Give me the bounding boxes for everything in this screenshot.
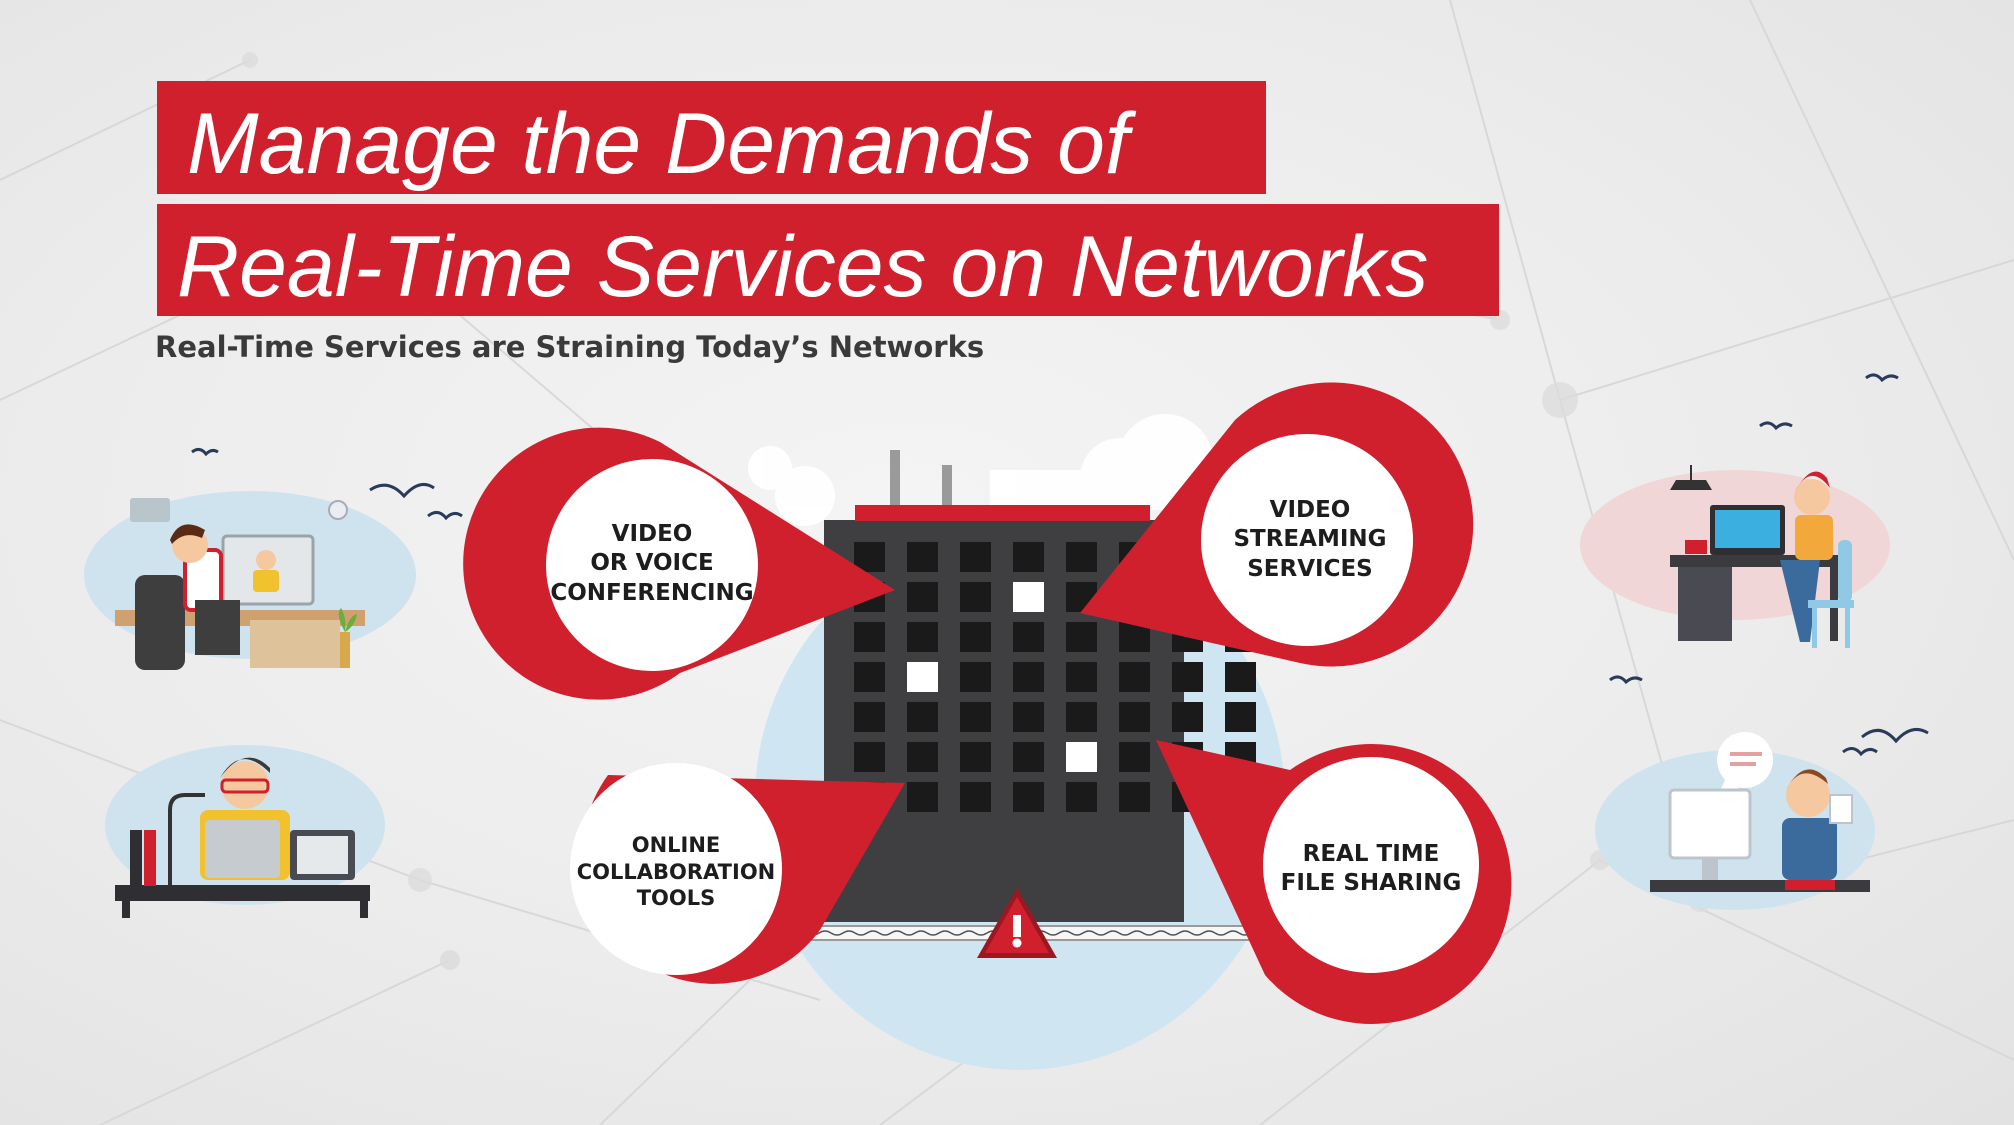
window: [1172, 662, 1203, 692]
bubble-video-streaming: [1080, 382, 1474, 667]
window: [1013, 742, 1044, 772]
window: [1066, 542, 1097, 572]
bubble-collaboration: [570, 763, 905, 984]
person-support-illustration: [1595, 732, 1875, 910]
subtitle: Real-Time Services are Straining Today’s…: [155, 330, 985, 364]
service-label-file-sharing: REAL TIME FILE SHARING: [1280, 841, 1462, 897]
window-lit: [1066, 742, 1097, 772]
window: [907, 782, 938, 812]
window-lit: [907, 662, 938, 692]
window: [1225, 662, 1256, 692]
window: [1066, 702, 1097, 732]
bubble-file-sharing: [1156, 740, 1512, 1024]
window: [1066, 662, 1097, 692]
window: [854, 622, 885, 652]
title-line-2: Real-Time Services on Networks: [157, 204, 1499, 316]
window: [1066, 782, 1097, 812]
window: [1119, 702, 1150, 732]
window: [1013, 782, 1044, 812]
window: [907, 622, 938, 652]
bubble-video-conferencing: [463, 427, 895, 700]
window: [1013, 542, 1044, 572]
warning-triangle-icon: [977, 888, 1057, 958]
person-laptop-illustration: [105, 745, 385, 918]
window: [1119, 662, 1150, 692]
antenna-right: [942, 465, 952, 520]
window: [907, 582, 938, 612]
window: [1013, 702, 1044, 732]
window: [854, 742, 885, 772]
person-desk-illustration: [1580, 465, 1890, 648]
bird-icon: [191, 373, 1929, 757]
service-label-video-conferencing: VIDEO OR VOICE CONFERENCING: [550, 521, 754, 606]
window: [854, 542, 885, 572]
person-video-call-illustration: [84, 491, 416, 670]
window: [907, 742, 938, 772]
window: [960, 782, 991, 812]
window-lit: [1013, 582, 1044, 612]
window: [960, 622, 991, 652]
window: [960, 542, 991, 572]
service-label-video-streaming: VIDEO STREAMING SERVICES: [1233, 497, 1387, 582]
window: [960, 582, 991, 612]
window: [1225, 702, 1256, 732]
window: [1119, 782, 1150, 812]
window: [1013, 622, 1044, 652]
window: [1172, 702, 1203, 732]
antenna-left: [890, 450, 900, 520]
window: [854, 662, 885, 692]
window: [854, 702, 885, 732]
window: [960, 742, 991, 772]
service-label-collaboration: ONLINE COLLABORATION TOOLS: [576, 833, 776, 911]
window: [1066, 622, 1097, 652]
window: [1013, 662, 1044, 692]
window: [907, 702, 938, 732]
window: [1119, 742, 1150, 772]
window: [960, 702, 991, 732]
window: [907, 542, 938, 572]
title-line-1: Manage the Demands of: [157, 81, 1266, 194]
window: [960, 662, 991, 692]
